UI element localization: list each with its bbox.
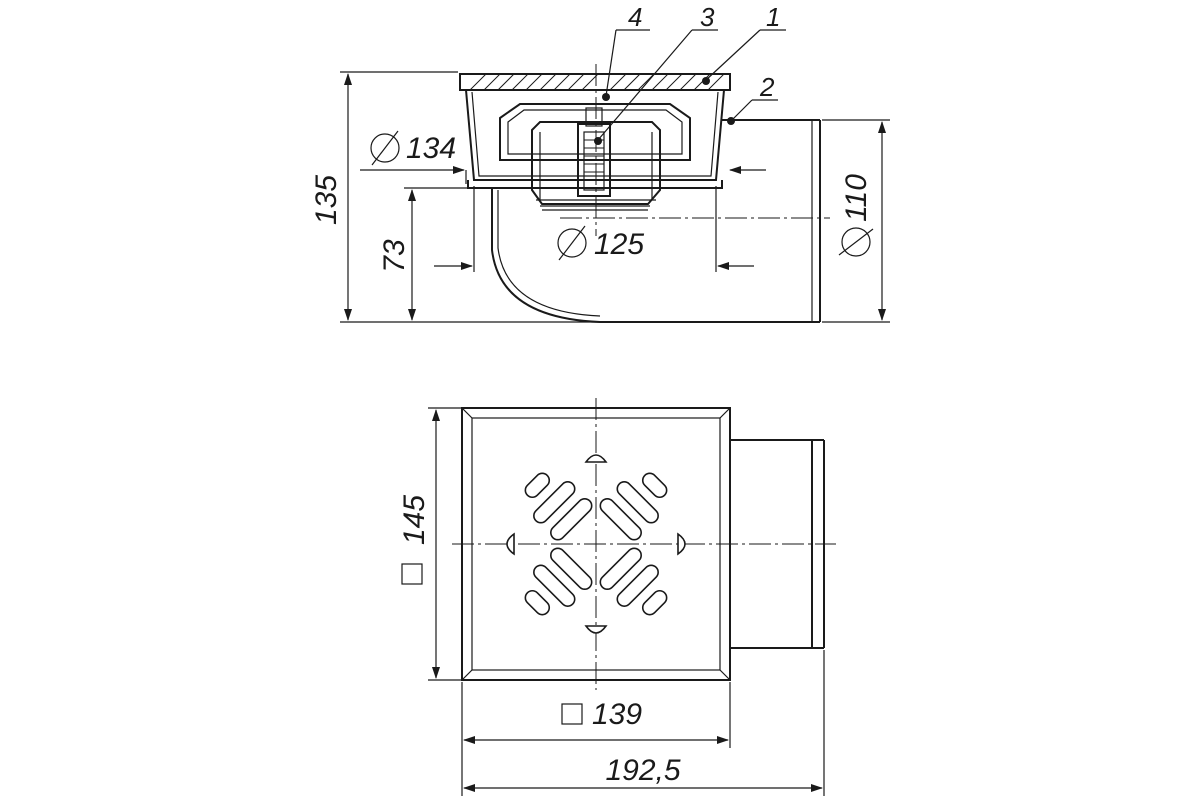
outlet-pipe [491, 119, 821, 323]
grate-square-value: 139 [592, 698, 642, 731]
frame-square-value: 145 [398, 495, 431, 545]
flange-diameter-symbol [370, 130, 400, 166]
grate-tab-top [584, 454, 608, 463]
hatched-frame [459, 73, 731, 91]
grate-slot [550, 498, 593, 541]
dim-overall-height [340, 71, 600, 323]
dim-overall-length [461, 650, 825, 796]
grate-slot [616, 564, 659, 607]
top-view: 145 139 192,5 [398, 398, 836, 796]
dim-grate-square [461, 682, 731, 748]
grate-tab-bottom [584, 625, 608, 634]
grate-tab-right [677, 532, 686, 556]
frame-square-symbol [401, 563, 423, 585]
grate-slot [599, 498, 642, 541]
grate-tab-left [506, 532, 515, 556]
grate [506, 454, 686, 634]
outlet-axis-height-value: 73 [378, 239, 411, 273]
dim-body-diameter [434, 186, 754, 272]
central-valve [577, 107, 611, 197]
body-diameter-symbol [557, 225, 587, 261]
grate-slot [641, 589, 668, 616]
grate-slot [641, 472, 668, 499]
grate-slot [599, 547, 642, 590]
siphon-cap [499, 103, 691, 161]
grate-slot [524, 472, 551, 499]
grate-slot [533, 564, 576, 607]
dim-outlet-axis-height [404, 187, 468, 321]
side-view: 4 3 1 2 135 73 134 [310, 2, 890, 323]
dim-frame-square [401, 407, 462, 681]
grate-square-symbol [561, 703, 583, 725]
callout-leaders [594, 29, 786, 145]
callout-label-3: 3 [700, 2, 715, 32]
grate-slot [616, 481, 659, 524]
grate-slot [533, 481, 576, 524]
callout-label-2: 2 [759, 72, 775, 102]
dim-flange-diameter [360, 166, 766, 184]
flange-diameter-value: 134 [406, 132, 456, 165]
grate-slot [550, 547, 593, 590]
dim-outlet-diameter [822, 119, 890, 323]
overall-length-value: 192,5 [605, 754, 680, 787]
outlet-diameter-symbol [838, 227, 874, 257]
callout-label-4: 4 [628, 2, 642, 32]
callout-label-1: 1 [766, 2, 780, 32]
grate-slot [524, 589, 551, 616]
body-diameter-value: 125 [594, 228, 644, 261]
overall-height-value: 135 [310, 175, 343, 225]
outlet-diameter-value: 110 [840, 174, 873, 222]
